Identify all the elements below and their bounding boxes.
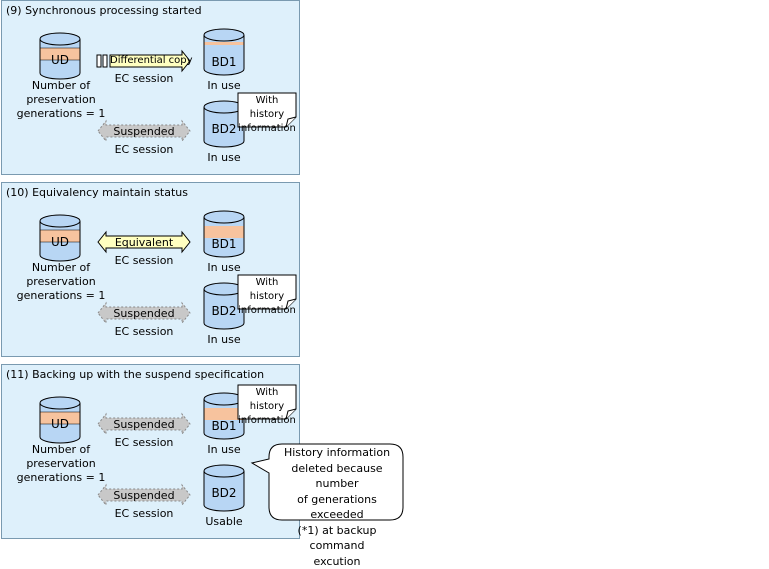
link2-arrow (97, 119, 191, 143)
panel-graphics (39, 384, 297, 512)
link1-session: EC session (114, 436, 174, 449)
bd1-disk (203, 210, 245, 258)
ud-disk-label: UD (50, 417, 70, 431)
link1-label: Equivalent (114, 236, 174, 249)
bd1-disk-label: BD1 (211, 55, 237, 69)
ud-disk (39, 396, 81, 444)
link1-arrow (96, 49, 191, 73)
bd2-status: In use (207, 151, 241, 164)
ud-caption: Number of preservation generations = 1 (16, 443, 106, 484)
link2-session: EC session (114, 507, 174, 520)
bd2-disk (203, 282, 245, 330)
link2-arrow (97, 301, 191, 325)
bd1-history-note-text: With history information (238, 387, 296, 426)
link2-session: EC session (114, 325, 174, 338)
panel-step-11: (11) Backing up with the suspend specifi… (1, 364, 300, 539)
panel-title: (9) Synchronous processing started (6, 4, 202, 17)
link1-session: EC session (114, 72, 174, 85)
panel-graphics (39, 28, 297, 148)
bd1-status: In use (207, 79, 241, 92)
ud-disk (39, 214, 81, 262)
bd2-history-note-text: With history information (238, 95, 296, 134)
link2-label: Suspended (113, 125, 175, 138)
bd1-disk-label: BD1 (211, 419, 237, 433)
bd1-history-note (237, 384, 297, 420)
history-deleted-callout: History information deleted because numb… (250, 443, 404, 568)
bd1-status: In use (207, 261, 241, 274)
bd2-status: In use (207, 333, 241, 346)
callout-text: History information deleted because numb… (283, 446, 391, 568)
bd2-disk (203, 464, 245, 512)
link2-arrow (97, 483, 191, 507)
link2-label: Suspended (113, 307, 175, 320)
link1-session: EC session (114, 254, 174, 267)
link1-arrow (97, 230, 191, 254)
bd2-disk-label: BD2 (211, 122, 237, 136)
link2-label: Suspended (113, 489, 175, 502)
bd2-history-note (237, 274, 297, 310)
bd2-disk-label: BD2 (211, 304, 237, 318)
bd2-history-note (237, 92, 297, 128)
ud-disk (39, 32, 81, 80)
panel-title: (11) Backing up with the suspend specifi… (6, 368, 265, 381)
bd1-disk-label: BD1 (211, 237, 237, 251)
ud-disk-label: UD (50, 235, 70, 249)
bd1-disk (203, 28, 245, 76)
bd1-status: In use (207, 443, 241, 456)
ud-disk-label: UD (50, 53, 70, 67)
ud-caption: Number of preservation generations = 1 (16, 261, 106, 302)
link1-label: Suspended (113, 418, 175, 431)
link1-arrow (97, 412, 191, 436)
bd2-history-note-text: With history information (238, 277, 296, 316)
link1-label: Differential copy (110, 55, 193, 66)
bd2-disk-label: BD2 (211, 486, 237, 500)
ud-caption: Number of preservation generations = 1 (16, 79, 106, 120)
panel-graphics (39, 210, 297, 330)
link2-session: EC session (114, 143, 174, 156)
panel-title: (10) Equivalency maintain status (6, 186, 188, 199)
bd2-status: Usable (205, 515, 243, 528)
